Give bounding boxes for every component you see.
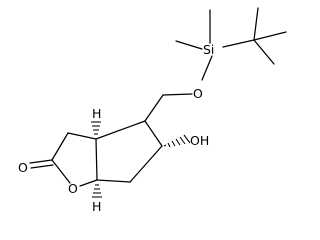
bond-si-o (201, 55, 213, 81)
bond-c2-carbonyl-o-a (29, 159, 53, 164)
bond-c4-c5 (144, 120, 163, 147)
bond-ring-o-c6a (79, 179, 98, 187)
structure-canvas: Si O OH O O H H (18, 7, 287, 214)
bond-c3a-c3 (67, 132, 97, 140)
bond-c2-carbonyl-o-b (30, 164, 54, 169)
ring-oxygen-label: O (68, 181, 78, 196)
bond-si-tbu (222, 39, 255, 48)
carbonyl-oxygen-label: O (18, 160, 28, 175)
hashed-bond-c6a-h (92, 184, 102, 198)
bond-tbu-methyl-up (253, 7, 259, 41)
bond-c6a-c3a (95, 138, 98, 181)
bond-c6-c6a (96, 179, 131, 183)
bond-ch2-c4 (144, 94, 164, 122)
bond-c3a-c4 (95, 120, 146, 140)
stereo-h-top-label: H (92, 106, 101, 121)
stereo-h-bottom-label: H (92, 199, 101, 214)
bond-si-methyl-left (175, 40, 203, 50)
si-atom-label: Si (203, 42, 214, 57)
bond-o-ch2 (162, 93, 193, 96)
hashed-bond-c3a-h (91, 121, 101, 135)
hashed-bond-c5-oh (163, 134, 191, 148)
bond-tbu-methyl-right (253, 31, 287, 41)
hydroxyl-label: OH (190, 133, 209, 148)
bond-c5-c6 (129, 145, 163, 183)
bond-c2-ring-o (51, 159, 71, 184)
ether-oxygen-label: O (193, 86, 203, 101)
bond-tbu-methyl-down (253, 39, 275, 65)
bond-c3-c2 (51, 132, 69, 161)
molecule-diagram: Si O OH O O H H (18, 7, 287, 214)
